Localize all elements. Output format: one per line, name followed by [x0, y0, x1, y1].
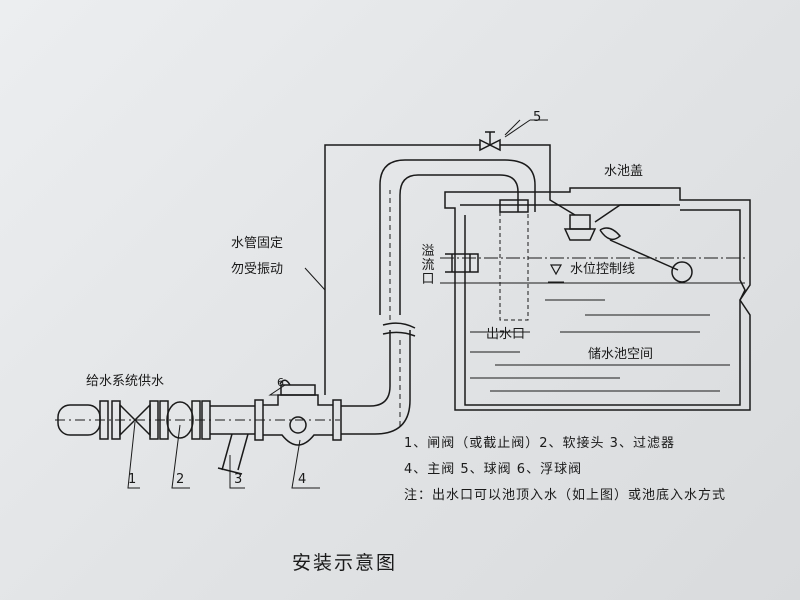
tank-wall [444, 187, 751, 411]
callout-3: 3 [234, 472, 243, 487]
flange [332, 399, 342, 441]
control-tube [324, 144, 480, 395]
pipe-note-line2: 勿受振动 [231, 262, 284, 277]
flange [254, 399, 264, 441]
diagram-title: 安装示意图 [292, 552, 398, 574]
pipe-note-line1: 水管固定 [231, 236, 284, 251]
supply-label: 给水系统供水 [86, 374, 165, 389]
flange [201, 400, 211, 440]
callout-2: 2 [176, 472, 185, 487]
flange [149, 400, 159, 440]
flange [159, 400, 169, 440]
callout-5: 5 [533, 110, 542, 125]
outlet-pipe [499, 212, 529, 321]
tank-inner-wall [460, 204, 746, 406]
callout-1: 1 [128, 472, 137, 487]
callout-6: 6 [277, 376, 284, 389]
water-lines [470, 299, 730, 392]
float-arm [609, 239, 679, 271]
flange [191, 400, 201, 440]
upper-pipe [379, 159, 536, 315]
flange [99, 400, 109, 440]
tank-space-label: 储水池空间 [588, 347, 654, 362]
level-line-label: 水位控制线 [570, 262, 636, 277]
level-mark-icon [549, 264, 563, 276]
tank-cover-label: 水池盖 [604, 164, 644, 179]
main-valve-bonnet [280, 384, 316, 396]
overflow-label: 溢流口 [421, 244, 435, 287]
legend-line-1: 1、闸阀（或截止阀）2、软接头 3、过滤器 [404, 436, 675, 451]
riser-pipe [341, 330, 411, 435]
outlet-label: 出水口 [486, 327, 526, 342]
float-valve [569, 214, 591, 230]
callout-4: 4 [298, 472, 307, 487]
overflow-pipe [445, 253, 479, 273]
float-ball [671, 261, 693, 283]
legend-note: 注：出水口可以池顶入水（如上图）或池底入水方式 [404, 488, 727, 503]
callout-leaders [127, 119, 521, 489]
flexible-joint [166, 401, 194, 439]
y-strainer [217, 433, 249, 475]
legend-line-2: 4、主阀 5、球阀 6、浮球阀 [404, 462, 583, 477]
